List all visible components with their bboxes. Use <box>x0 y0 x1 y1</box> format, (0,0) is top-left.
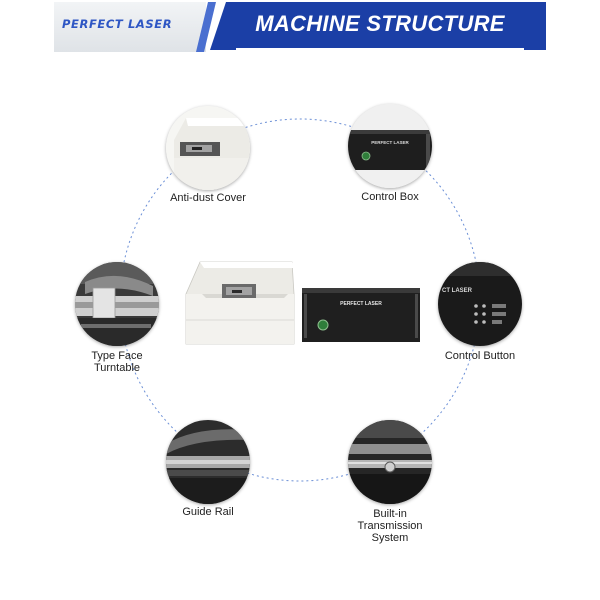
title-underline <box>236 48 524 50</box>
transmission-system-image <box>348 420 432 504</box>
anti-dust-cover-image <box>166 106 250 190</box>
transmission-system-label: Built-in Transmission System <box>330 508 450 544</box>
transmission-system-label-line-2: Transmission <box>357 520 423 532</box>
type-face-turntable-image <box>75 262 159 346</box>
brand-logo: PERFECT LASER <box>62 17 173 31</box>
control-button-brand-text: CT LASER <box>442 288 473 294</box>
control-box-label: Control Box <box>361 191 419 203</box>
guide-rail-label: Guide Rail <box>182 506 234 518</box>
header-banner: PERFECT LASER MACHINE STRUCTURE <box>0 0 600 52</box>
control-button-label: Control Button <box>444 350 516 362</box>
control-box-brand-text: PERFECT LASER <box>371 140 409 145</box>
type-face-turntable-label-line-2: Turntable <box>93 362 141 374</box>
control-button-image: CT LASER <box>438 262 522 346</box>
center-box-brand-text: PERFECT LASER <box>340 301 382 307</box>
logo-panel <box>54 2 206 52</box>
type-face-turntable-label-line-1: Type Face <box>91 350 143 362</box>
transmission-system-label-line-1: Built-in <box>373 508 407 520</box>
machine-main-image: PERFECT LASER <box>185 261 420 345</box>
guide-rail-image <box>166 420 250 504</box>
page-title: MACHINE STRUCTURE <box>255 11 505 36</box>
anti-dust-cover-label: Anti-dust Cover <box>170 192 246 204</box>
title-panel <box>210 2 546 50</box>
transmission-system-label-line-3: System <box>371 532 409 544</box>
control-box-image: PERFECT LASER <box>348 104 432 188</box>
type-face-turntable-label: Type Face Turntable <box>57 350 177 374</box>
